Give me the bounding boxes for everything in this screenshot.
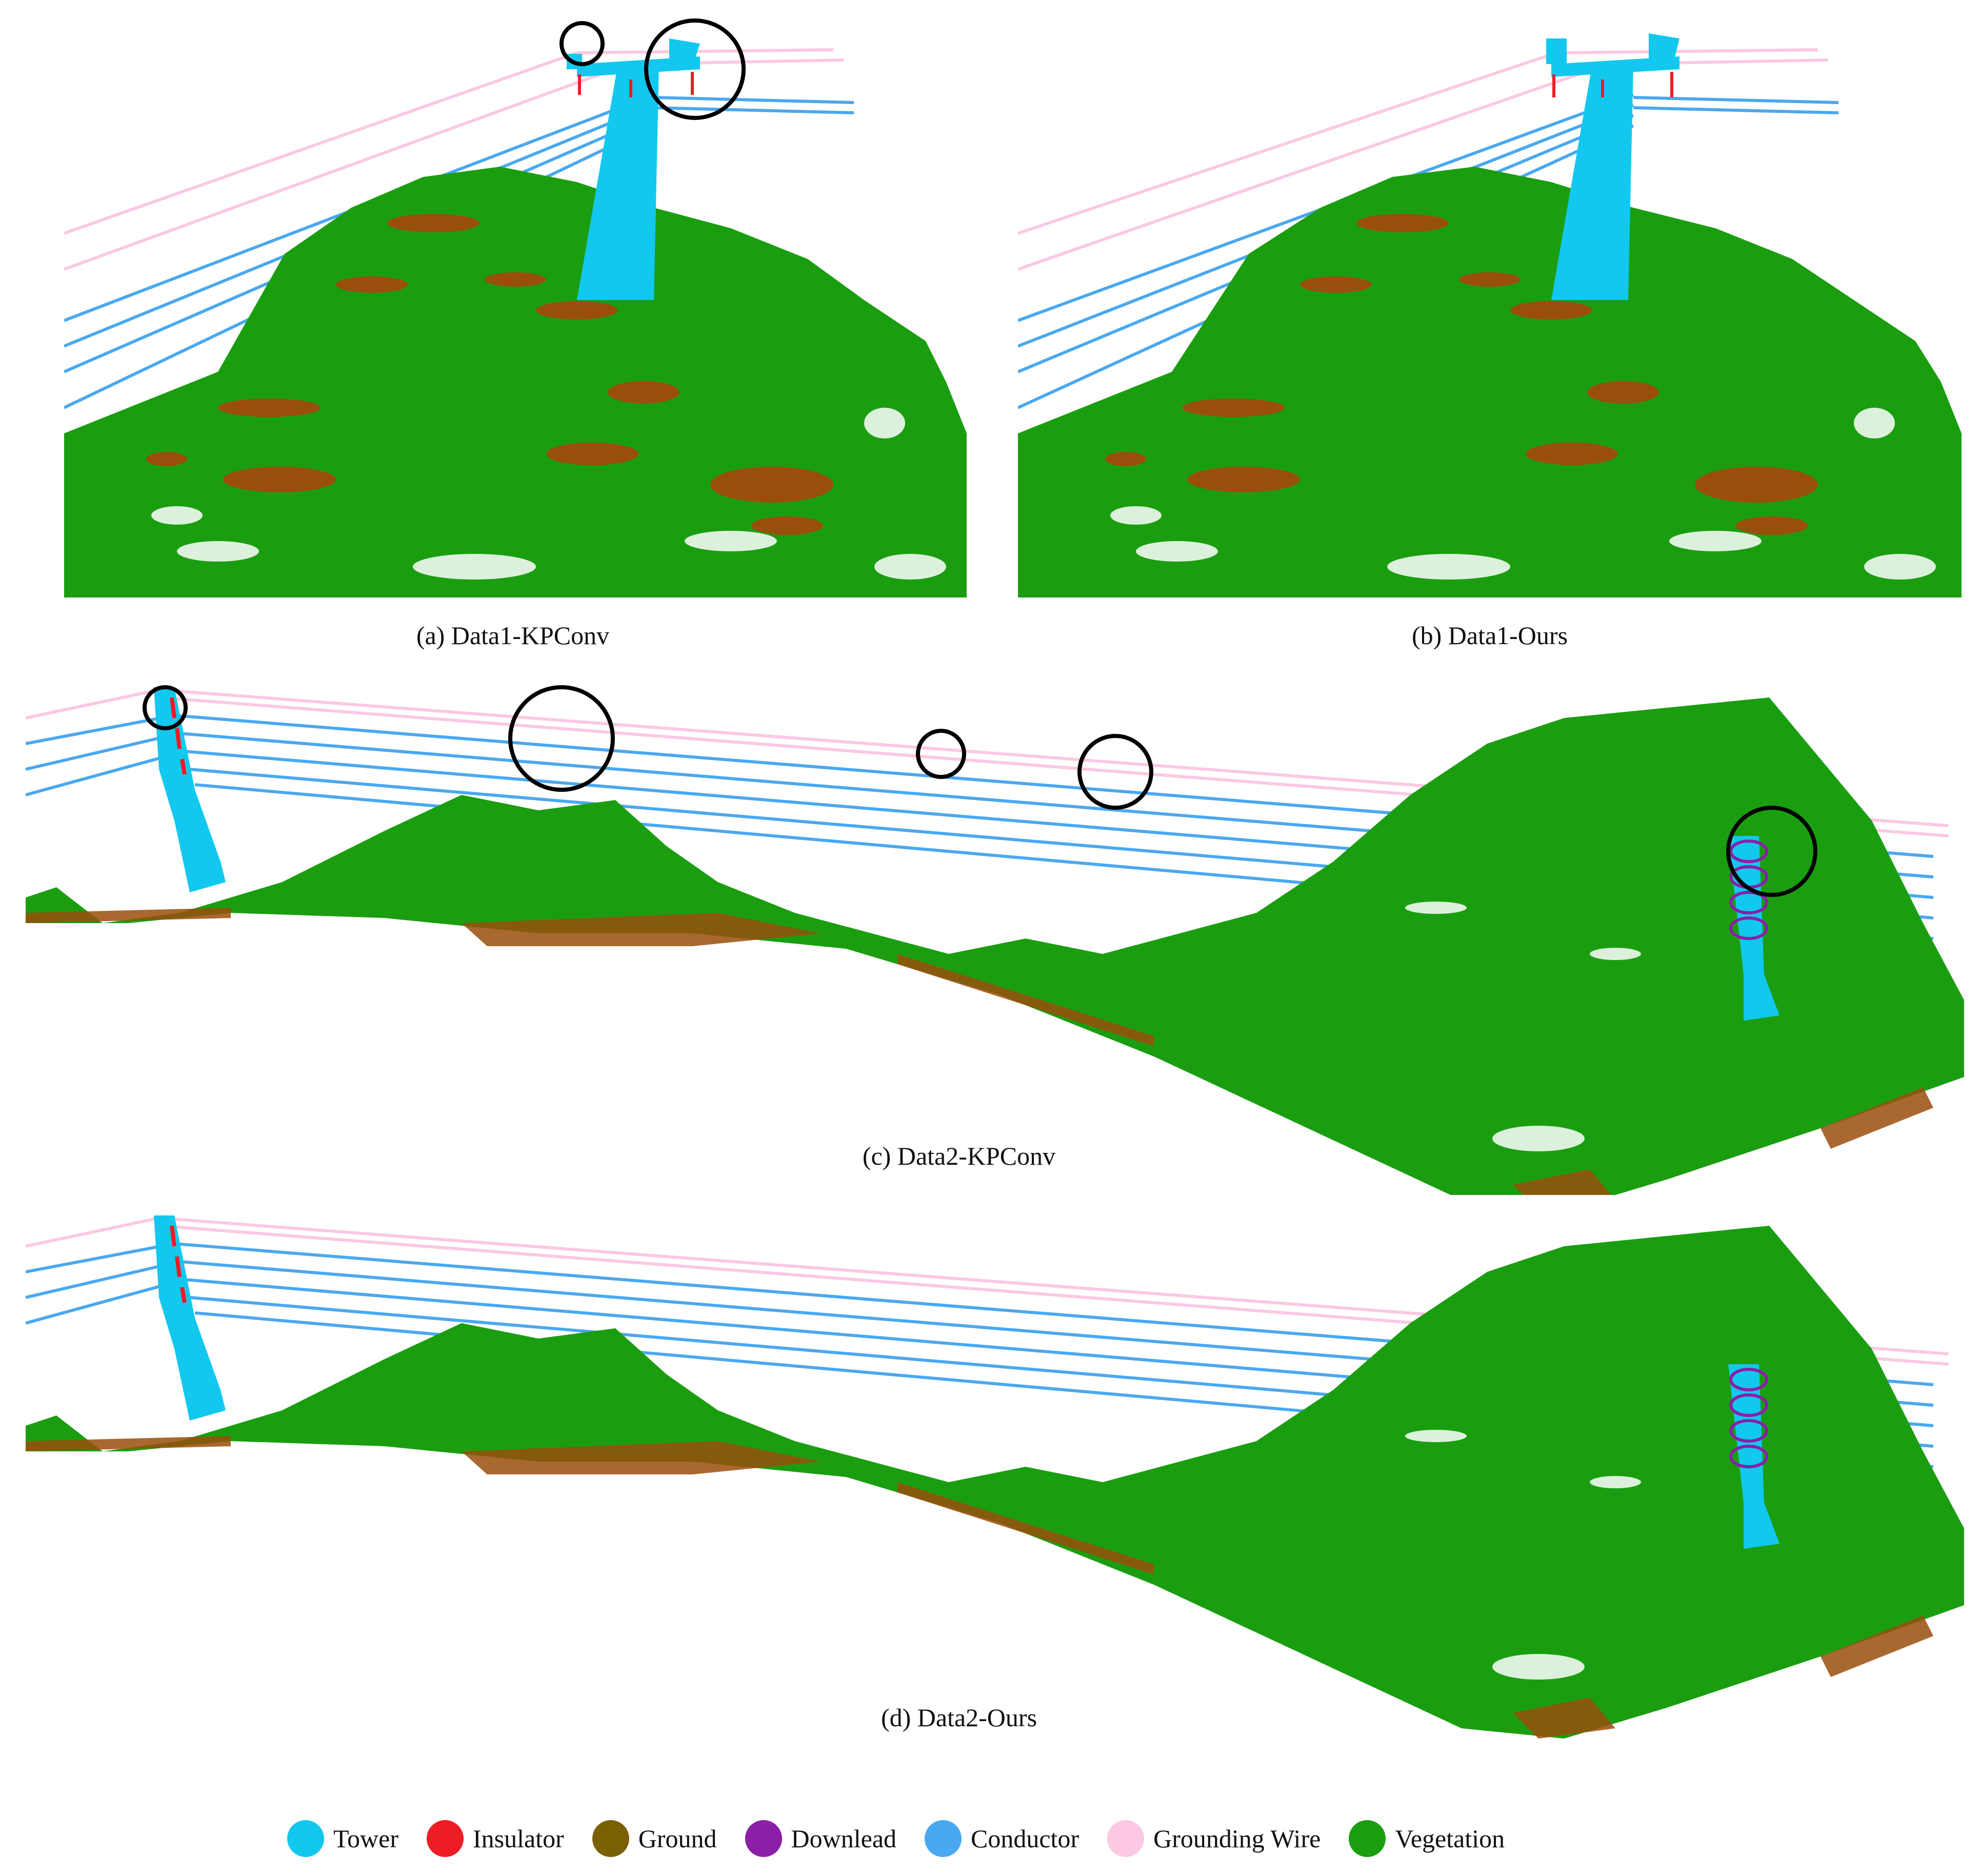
caption-b: (b) Data1-Ours	[1411, 621, 1568, 650]
vegetation-hill	[1018, 167, 1962, 597]
tower-swatch-icon	[287, 1820, 324, 1857]
legend-item-downlead: Downlead	[745, 1820, 897, 1857]
caption-d: (d) Data2-Ours	[881, 1703, 1037, 1732]
downlead-swatch-icon	[745, 1820, 782, 1857]
insulators	[578, 72, 694, 97]
ground-strips	[26, 1436, 1933, 1739]
legend-label-ground: Ground	[638, 1824, 717, 1853]
vegetation-terrain	[26, 1226, 1964, 1739]
legend-label-conductor: Conductor	[971, 1824, 1079, 1853]
point-cloud-d	[26, 1215, 1964, 1739]
bare-spots	[1110, 408, 1936, 580]
panel-c-data2-kpconv	[26, 667, 1964, 1231]
insulators-left	[170, 697, 187, 775]
tower	[1546, 33, 1679, 300]
downleads-right	[1729, 1368, 1768, 1468]
insulators-left	[170, 1225, 187, 1303]
point-cloud-a	[64, 18, 967, 597]
error-circles	[143, 685, 1817, 897]
bare-spots	[1405, 902, 1641, 1151]
legend-label-downlead: Downlead	[791, 1824, 897, 1853]
panel-b-data1-ours	[1018, 13, 1962, 597]
legend-item-vegetation: Vegetation	[1349, 1820, 1505, 1857]
tower-left	[154, 687, 226, 892]
panel-a-data1-kpconv	[64, 13, 967, 597]
downleads-right	[1729, 840, 1768, 940]
legend-label-grounding-wire: Grounding Wire	[1153, 1824, 1321, 1853]
bare-spots	[1405, 1430, 1641, 1680]
ground-patches	[146, 214, 833, 535]
legend-item-ground: Ground	[592, 1820, 717, 1857]
tower-right	[1728, 1364, 1779, 1549]
legend-label-vegetation: Vegetation	[1395, 1824, 1505, 1853]
panel-d-data2-ours	[26, 1195, 1964, 1759]
tower-left	[154, 1215, 226, 1421]
point-cloud-c	[26, 685, 1964, 1210]
point-cloud-b	[1018, 33, 1962, 597]
vegetation-terrain	[26, 697, 1964, 1210]
grounding-wires	[1018, 48, 1829, 271]
vegetation-swatch-icon	[1349, 1820, 1386, 1857]
legend-item-tower: Tower	[287, 1820, 398, 1857]
insulators	[1552, 72, 1673, 97]
legend-item-conductor: Conductor	[925, 1820, 1079, 1857]
legend-item-grounding-wire: Grounding Wire	[1107, 1820, 1321, 1857]
legend: Tower Insulator Ground Downlead Conducto…	[287, 1813, 1505, 1864]
legend-label-insulator: Insulator	[473, 1824, 564, 1853]
ground-strips	[26, 908, 1933, 1210]
grounding-wire-swatch-icon	[1107, 1820, 1145, 1857]
caption-c: (c) Data2-KPConv	[862, 1142, 1056, 1170]
bare-spots	[151, 408, 946, 580]
vegetation-hill	[64, 167, 967, 597]
error-circles	[559, 18, 746, 120]
conductor-swatch-icon	[925, 1820, 962, 1857]
ground-patches	[1105, 214, 1818, 535]
ground-swatch-icon	[592, 1820, 629, 1857]
insulator-swatch-icon	[427, 1820, 464, 1857]
legend-label-tower: Tower	[333, 1824, 399, 1853]
caption-a: (a) Data1-KPConv	[416, 621, 610, 650]
legend-item-insulator: Insulator	[427, 1820, 564, 1857]
